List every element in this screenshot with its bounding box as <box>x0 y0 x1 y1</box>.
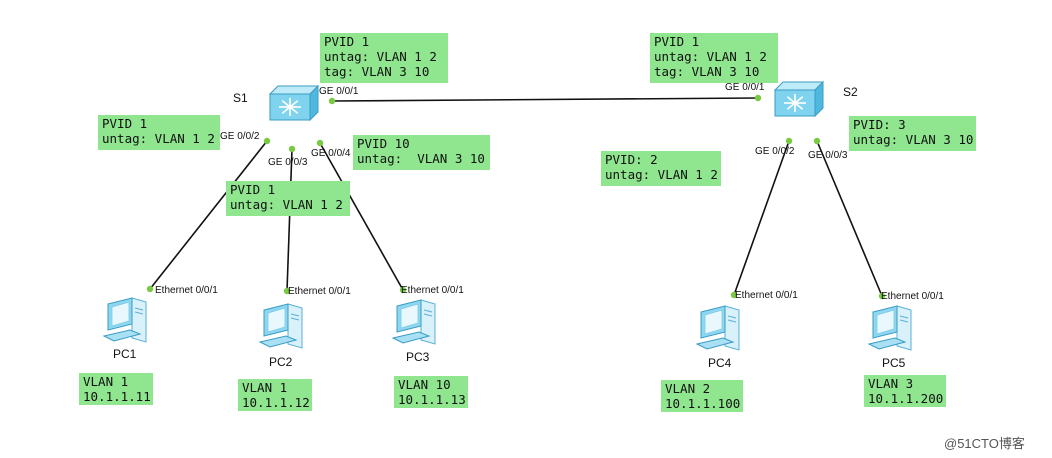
port-label-pc5-eth: Ethernet 0/0/1 <box>881 291 944 302</box>
note-pc4: VLAN 2 10.1.1.100 <box>661 380 743 412</box>
port-label-s1-ge3: GE 0/0/3 <box>268 157 308 168</box>
port-label-pc4-eth: Ethernet 0/0/1 <box>735 290 798 301</box>
pc-label-pc4: PC4 <box>708 356 732 370</box>
note-pc2: VLAN 1 10.1.1.12 <box>238 379 312 411</box>
pc-label-pc2: PC2 <box>269 355 293 369</box>
port-dot-pc4 <box>730 291 738 299</box>
switch-label-s2: S2 <box>843 85 858 99</box>
pc-label-pc3: PC3 <box>406 350 430 364</box>
watermark-text: @51CTO博客 <box>944 436 1025 451</box>
note-s1-ge3: PVID 1 untag: VLAN 1 2 <box>226 181 350 216</box>
note-s1-ge2: PVID 1 untag: VLAN 1 2 <box>98 115 220 150</box>
link-s1-pc3 <box>319 142 404 291</box>
link-s2-pc4 <box>733 140 790 296</box>
port-dot-s2-ge1 <box>754 94 762 102</box>
port-label-s1-ge4: GE 0/0/4 <box>311 148 351 159</box>
port-dot-s1-ge3 <box>288 145 296 153</box>
note-pc3: VLAN 10 10.1.1.13 <box>394 376 468 408</box>
port-label-pc3-eth: Ethernet 0/0/1 <box>401 285 464 296</box>
port-label-s2-ge2: GE 0/0/2 <box>755 146 795 157</box>
port-label-s1-ge2: GE 0/0/2 <box>220 131 260 142</box>
pc-icon-pc1[interactable] <box>102 297 147 343</box>
port-label-s2-ge3: GE 0/0/3 <box>808 150 848 161</box>
pc-icon-pc4[interactable] <box>695 305 740 351</box>
link-s1-s2 <box>331 97 759 102</box>
port-dot-s2-ge3 <box>813 137 821 145</box>
note-pc5: VLAN 3 10.1.1.200 <box>864 375 946 407</box>
pc-label-pc5: PC5 <box>882 356 906 370</box>
port-dot-s1-ge1 <box>328 97 336 105</box>
port-dot-s1-ge2 <box>263 137 271 145</box>
pc-icon-pc3[interactable] <box>391 299 436 345</box>
note-s2-ge3: PVID: 3 untag: VLAN 3 10 <box>849 116 976 151</box>
port-dot-s2-ge2 <box>785 137 793 145</box>
note-s2-ge1: PVID 1 untag: VLAN 1 2 tag: VLAN 3 10 <box>650 33 778 83</box>
port-dot-pc2 <box>283 287 291 295</box>
pc-label-pc1: PC1 <box>113 347 137 361</box>
switch-icon-s1[interactable] <box>268 84 320 122</box>
note-s1-ge1: PVID 1 untag: VLAN 1 2 tag: VLAN 3 10 <box>320 33 448 83</box>
port-dot-s1-ge4 <box>316 139 324 147</box>
port-dot-pc3 <box>399 286 407 294</box>
port-dot-pc1 <box>146 285 154 293</box>
port-label-pc1-eth: Ethernet 0/0/1 <box>155 285 218 296</box>
port-dot-pc5 <box>878 292 886 300</box>
link-s1-pc2 <box>286 148 293 292</box>
link-s2-pc5 <box>816 140 883 297</box>
note-pc1: VLAN 1 10.1.1.11 <box>79 373 153 405</box>
pc-icon-pc2[interactable] <box>258 303 303 349</box>
switch-icon-s2[interactable] <box>773 80 825 118</box>
note-s2-ge2: PVID: 2 untag: VLAN 1 2 <box>601 151 721 186</box>
switch-label-s1: S1 <box>233 91 248 105</box>
pc-icon-pc5[interactable] <box>867 305 912 351</box>
port-label-s2-ge1: GE 0/0/1 <box>725 82 765 93</box>
port-label-pc2-eth: Ethernet 0/0/1 <box>288 286 351 297</box>
port-label-s1-ge1: GE 0/0/1 <box>319 86 359 97</box>
link-s1-pc1 <box>149 140 268 290</box>
note-s1-ge4: PVID 10 untag: VLAN 3 10 <box>353 135 490 170</box>
